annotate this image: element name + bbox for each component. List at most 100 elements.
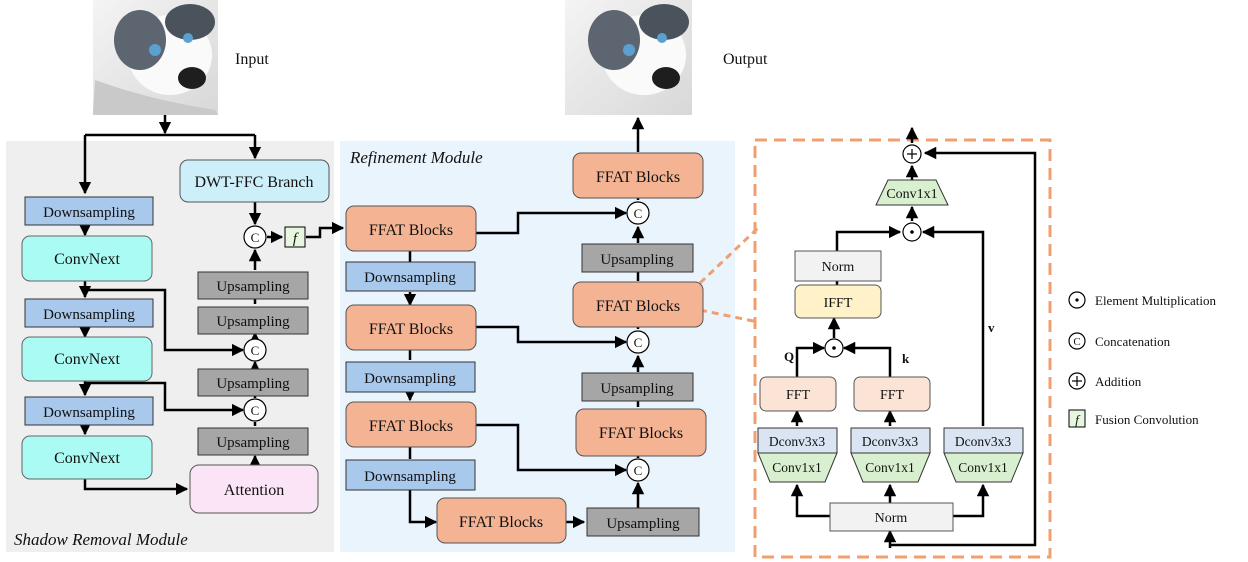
concat-letter: C — [1073, 336, 1080, 348]
legend: Element Multiplication C Concatenation A… — [1068, 291, 1216, 428]
downsampling-block-1 — [24, 196, 154, 226]
fft-label: FFT — [786, 388, 811, 403]
upsampling-block-s1 — [197, 271, 309, 300]
concat-letter: C — [251, 230, 260, 245]
shadow-removal-module: Downsampling ConvNext Downsampling ConvN… — [14, 159, 330, 549]
concat-symbol-s2 — [243, 338, 267, 362]
downsampling-label: Downsampling — [43, 205, 135, 221]
concat-symbol-s3 — [243, 398, 267, 422]
upsampling-block-r1 — [581, 243, 694, 273]
downsampling-block-r3 — [345, 459, 476, 491]
conv1x1-block-left — [757, 452, 838, 483]
upsampling-block-r2 — [581, 372, 694, 402]
concat-letter: C — [251, 343, 260, 358]
conv1x1-block-top — [875, 179, 949, 206]
downsampling-label: Downsampling — [43, 307, 135, 323]
legend-multiplication-label: Element Multiplication — [1095, 293, 1216, 308]
concat-letter: C — [634, 206, 643, 221]
v-label: v — [988, 320, 995, 335]
legend-fusion-icon — [1068, 409, 1086, 428]
ffat-label: FFAT Blocks — [369, 418, 453, 435]
convnext-label: ConvNext — [54, 251, 120, 268]
ffat-block-r3 — [345, 401, 477, 448]
dconv-label: Dconv3x3 — [862, 434, 918, 449]
legend-concatenation-label: Concatenation — [1095, 334, 1171, 349]
convnext-label: ConvNext — [54, 450, 120, 467]
ffat-label: FFAT Blocks — [369, 222, 453, 239]
q-label: Q — [784, 349, 794, 364]
upsampling-block-r-bottom — [586, 507, 700, 537]
upsampling-block-s3 — [197, 368, 309, 397]
fusion-convolution-box — [284, 226, 306, 248]
downsampling-block-r1 — [345, 261, 476, 292]
downsampling-block-2 — [24, 298, 154, 328]
upsampling-label: Upsampling — [216, 314, 290, 330]
norm-block-bottom — [829, 502, 954, 532]
input-label: Input — [235, 51, 269, 68]
norm-block-top — [794, 250, 882, 282]
fusion-to-refinement-arrow — [306, 221, 345, 239]
ffat-label: FFAT Blocks — [596, 298, 680, 315]
ffat-detail: Conv1x1 Norm IFFT Q k v FFT FFT Dconv3x3… — [757, 144, 1024, 532]
k-label: k — [902, 351, 910, 366]
downsampling-label: Downsampling — [43, 405, 135, 421]
ffat-label: FFAT Blocks — [599, 425, 683, 442]
concat-symbol-s1 — [243, 225, 267, 249]
ffat-block-r5 — [572, 281, 704, 328]
dconv-block-right — [943, 427, 1024, 454]
convnext-label: ConvNext — [54, 351, 120, 368]
concat-symbol-r2 — [626, 330, 650, 354]
convnext-block-1 — [21, 235, 153, 282]
downsampling-label: Downsampling — [364, 469, 456, 485]
ffat-block-r1 — [345, 205, 477, 252]
detail-panel-border — [753, 138, 1052, 559]
convnext-block-3 — [21, 435, 153, 480]
fft-label: FFT — [880, 388, 905, 403]
downsampling-label: Downsampling — [364, 270, 456, 286]
zoom-line-bottom — [699, 308, 759, 324]
dwt-ffc-branch-block — [179, 159, 330, 203]
upsampling-label: Upsampling — [216, 435, 290, 451]
ffat-label: FFAT Blocks — [369, 321, 453, 338]
ifft-block — [794, 284, 882, 319]
upsampling-label: Upsampling — [606, 516, 680, 532]
conv1x1-label: Conv1x1 — [958, 460, 1008, 475]
attention-block — [189, 464, 319, 514]
ffat-block-bottom — [436, 497, 567, 544]
attention-label: Attention — [224, 482, 284, 499]
conv1x1-label: Conv1x1 — [772, 460, 822, 475]
downsampling-block-3 — [24, 396, 154, 426]
zoom-line-top — [698, 226, 760, 285]
conv1x1-label: Conv1x1 — [886, 187, 937, 202]
concat-letter: C — [634, 463, 643, 478]
shadow-removal-module-title: Shadow Removal Module — [14, 530, 188, 549]
conv1x1-block-mid — [850, 452, 931, 483]
conv1x1-block-right — [943, 452, 1024, 483]
norm-label: Norm — [822, 260, 855, 275]
norm-label: Norm — [875, 511, 908, 526]
concat-symbol-r1 — [626, 201, 650, 225]
upsampling-label: Upsampling — [216, 279, 290, 295]
upsampling-label: Upsampling — [216, 376, 290, 392]
output-image — [565, 0, 692, 115]
ffat-block-r6 — [572, 152, 704, 199]
fft-block-right — [853, 376, 931, 412]
upsampling-label: Upsampling — [600, 252, 674, 268]
refinement-module: Refinement Module FFAT Blocks Downsampli… — [345, 148, 707, 544]
legend-addition-label: Addition — [1095, 374, 1142, 389]
ifft-label: IFFT — [824, 296, 853, 311]
ffat-block-r4 — [575, 408, 707, 457]
dconv-label: Dconv3x3 — [769, 434, 825, 449]
downsampling-label: Downsampling — [364, 371, 456, 387]
dconv-block-left — [757, 427, 838, 454]
refinement-module-title: Refinement Module — [349, 148, 483, 167]
concat-letter: C — [251, 403, 260, 418]
upsampling-label: Upsampling — [600, 381, 674, 397]
upsampling-block-s4 — [197, 427, 309, 456]
ffat-label: FFAT Blocks — [459, 514, 543, 531]
fft-block-left — [759, 376, 837, 412]
downsampling-block-r2 — [345, 361, 476, 393]
legend-concatenation-icon — [1068, 332, 1086, 350]
concat-letter: C — [634, 335, 643, 350]
concat-symbol-r3 — [626, 458, 650, 482]
